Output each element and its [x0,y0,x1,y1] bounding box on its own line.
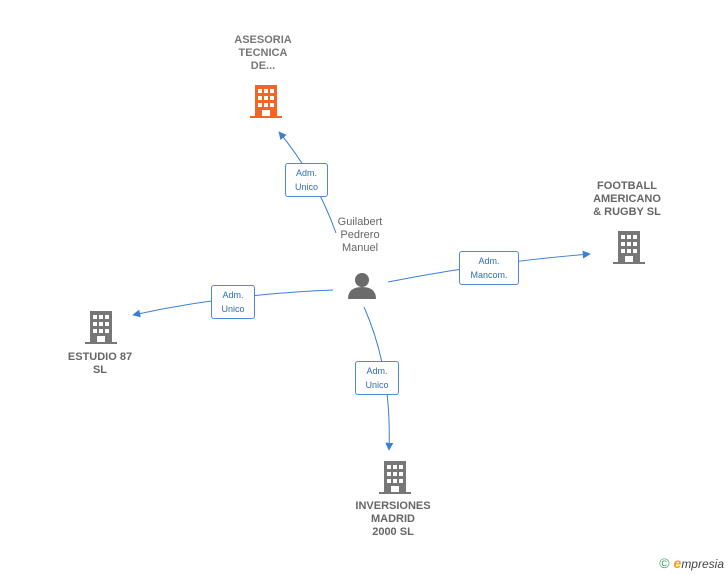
brand-name: mpresia [681,557,724,571]
building-icon-estudio[interactable] [85,311,117,344]
edge-label-inversiones[interactable]: Adm. Unico [355,361,399,395]
company-label-inversiones[interactable]: INVERSIONES MADRID 2000 SL [355,500,431,538]
copyright-symbol: © [659,555,670,571]
company-label-football[interactable]: FOOTBALL AMERICANO & RUGBY SL [593,180,661,218]
building-icon-football[interactable] [613,231,645,264]
building-icon-inversiones[interactable] [379,461,411,494]
person-icon[interactable] [348,273,376,299]
person-name-label[interactable]: Guilabert Pedrero Manuel [337,216,383,254]
edge-label-asesoria[interactable]: Adm. Unico [285,163,328,197]
building-icon-asesoria[interactable] [250,85,282,118]
edge-label-football[interactable]: Adm. Mancom. [459,251,519,285]
edge-label-estudio[interactable]: Adm. Unico [211,285,255,319]
company-label-estudio[interactable]: ESTUDIO 87 SL [67,351,133,376]
brand-logo: © empresia [659,555,724,571]
brand-initial: e [673,555,682,571]
company-label-asesoria[interactable]: ASESORIA TECNICA DE... [234,34,292,72]
